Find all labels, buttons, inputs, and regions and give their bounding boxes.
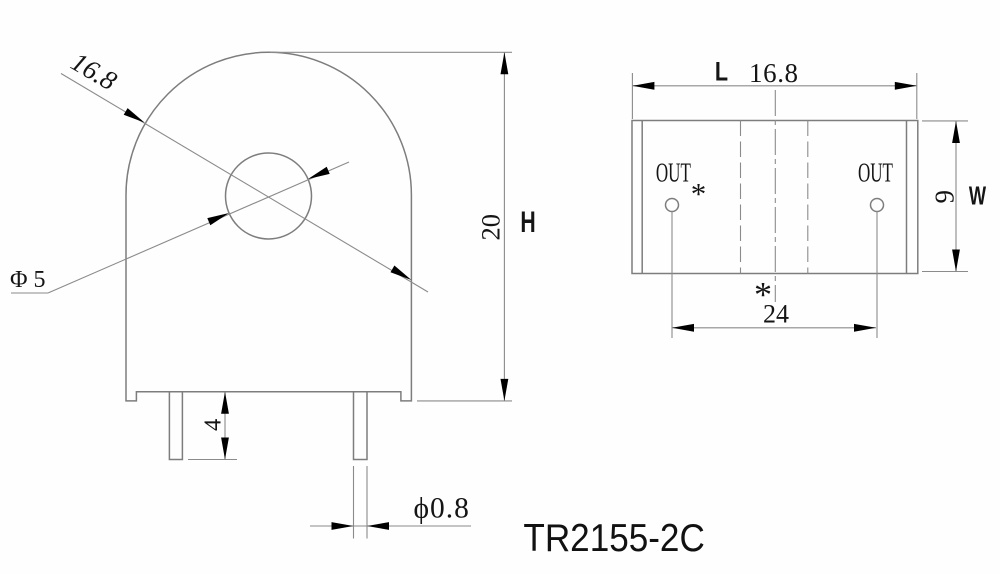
svg-text:16.8: 16.8 — [749, 58, 799, 88]
svg-text:OUT: OUT — [858, 158, 893, 188]
svg-text:OUT: OUT — [656, 158, 691, 188]
svg-text:*: * — [691, 176, 707, 211]
svg-text:W: W — [969, 181, 987, 210]
svg-text:*: * — [754, 275, 772, 315]
svg-text:4: 4 — [200, 419, 227, 431]
svg-text:L: L — [715, 57, 728, 87]
svg-text:16.8: 16.8 — [66, 46, 122, 96]
svg-text:9: 9 — [930, 190, 960, 204]
svg-text:20: 20 — [476, 214, 506, 241]
svg-text:Φ5: Φ5 — [10, 267, 52, 293]
svg-text:TR2155-2C: TR2155-2C — [523, 515, 704, 559]
svg-text:H: H — [520, 207, 535, 239]
svg-text:ϕ0.8: ϕ0.8 — [414, 493, 470, 525]
svg-text:24: 24 — [763, 300, 789, 329]
